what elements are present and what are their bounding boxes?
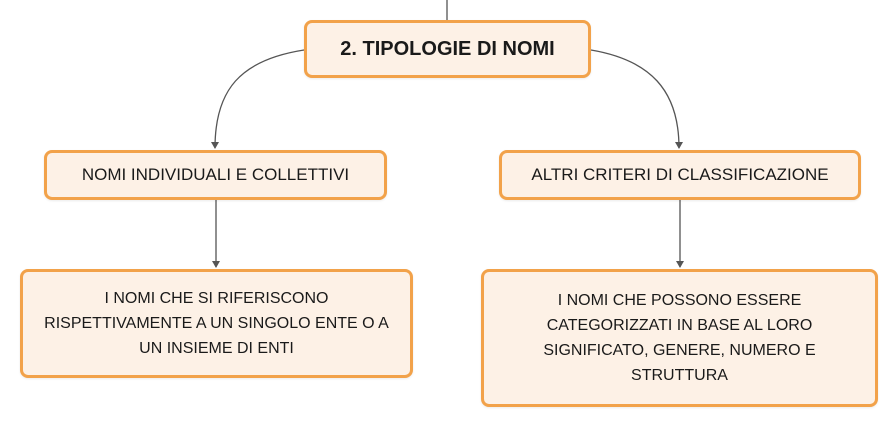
branch-node-individual-collective[interactable]: NOMI INDIVIDUALI E COLLETTIVI xyxy=(44,150,387,200)
branch-node-label: NOMI INDIVIDUALI E COLLETTIVI xyxy=(81,165,350,184)
description-text: I NOMI CHE POSSONO ESSERE CATEGORIZZATI … xyxy=(543,292,816,384)
description-node-individual-collective[interactable]: I NOMI CHE SI RIFERISCONO RISPETTIVAMENT… xyxy=(20,269,413,378)
description-text: I NOMI CHE SI RIFERISCONO RISPETTIVAMENT… xyxy=(44,290,389,357)
branch-node-other-criteria[interactable]: ALTRI CRITERI DI CLASSIFICAZIONE xyxy=(499,150,861,200)
root-node-label: 2. TIPOLOGIE DI NOMI xyxy=(340,37,555,60)
description-node-other-criteria[interactable]: I NOMI CHE POSSONO ESSERE CATEGORIZZATI … xyxy=(481,269,878,407)
branch-node-label: ALTRI CRITERI DI CLASSIFICAZIONE xyxy=(531,165,829,184)
root-node[interactable]: 2. TIPOLOGIE DI NOMI xyxy=(304,20,591,78)
connector-root-to-right xyxy=(590,49,683,149)
connector-root-to-left xyxy=(211,49,305,149)
